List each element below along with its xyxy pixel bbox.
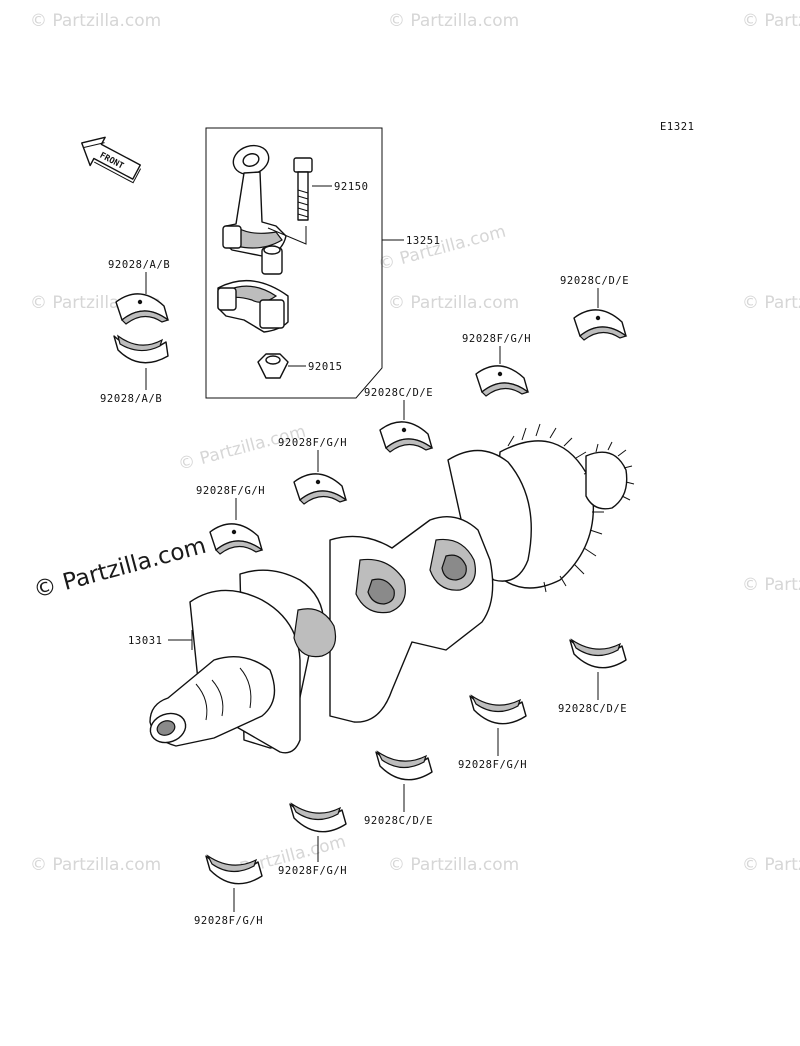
label-bearing-fgh-1: 92028F/G/H bbox=[462, 333, 531, 345]
label-bearing-fgh-2: 92028F/G/H bbox=[278, 437, 347, 449]
label-crankshaft: 13031 bbox=[128, 635, 163, 647]
nut-icon bbox=[257, 353, 289, 379]
label-bearing-ab-top: 92028/A/B bbox=[108, 259, 170, 271]
label-bearing-cde-2: 92028C/D/E bbox=[364, 387, 433, 399]
label-nut: 92015 bbox=[308, 361, 343, 373]
diagram-code: E1321 bbox=[660, 121, 695, 133]
watermark: © Partzilla.com bbox=[30, 11, 161, 31]
bearing-shell-icon bbox=[569, 638, 627, 669]
label-bearing-cde-3: 92028C/D/E bbox=[558, 703, 627, 715]
label-bolt: 92150 bbox=[334, 181, 369, 193]
watermark: © Partzilla.com bbox=[30, 855, 161, 875]
label-bearing-ab-bottom: 92028/A/B bbox=[100, 393, 162, 405]
bearing-shell-icon bbox=[573, 309, 627, 341]
brand-watermark: © Partzilla.com bbox=[31, 533, 209, 604]
watermark: © Partzilla.com bbox=[742, 855, 800, 875]
bearing-shell-icon bbox=[205, 854, 263, 885]
watermark: © Partzilla.com bbox=[388, 855, 519, 875]
front-arrow-icon: FRONT bbox=[81, 136, 142, 184]
bearing-shell-icon bbox=[113, 334, 169, 364]
watermark: © Partzilla.com bbox=[376, 222, 508, 275]
bearing-shell-icon bbox=[469, 694, 527, 725]
bearing-shell-icon bbox=[289, 802, 347, 833]
label-bearing-cde-1: 92028C/D/E bbox=[560, 275, 629, 287]
label-bearing-fgh-6: 92028F/G/H bbox=[194, 915, 263, 927]
bearing-shell-icon bbox=[375, 750, 433, 781]
watermark: © Partzilla.com bbox=[742, 11, 800, 31]
bearing-shell-icon bbox=[209, 523, 263, 555]
label-bearing-fgh-4: 92028F/G/H bbox=[458, 759, 527, 771]
rod-cap-icon bbox=[217, 279, 289, 333]
bolt-icon bbox=[293, 157, 313, 221]
bearing-shell-icon bbox=[293, 473, 347, 505]
watermark: © Partzilla.com bbox=[388, 11, 519, 31]
watermark: © Partzilla.com bbox=[388, 293, 519, 313]
label-bearing-fgh-3: 92028F/G/H bbox=[196, 485, 265, 497]
label-bearing-fgh-5: 92028F/G/H bbox=[278, 865, 347, 877]
bearing-shell-icon bbox=[475, 365, 529, 397]
bearing-shell-icon bbox=[379, 421, 433, 453]
label-conrod-assy: 13251 bbox=[406, 235, 441, 247]
conrod-assembly-bracket bbox=[205, 127, 383, 399]
crankshaft-icon bbox=[149, 423, 635, 754]
watermark-layer: © Partzilla.com © Partzilla.com © Partzi… bbox=[30, 11, 800, 885]
label-bearing-cde-4: 92028C/D/E bbox=[364, 815, 433, 827]
watermark: © Partzilla.com bbox=[742, 575, 800, 595]
connecting-rod-icon bbox=[222, 144, 287, 275]
watermark: © Partzilla.com bbox=[742, 293, 800, 313]
